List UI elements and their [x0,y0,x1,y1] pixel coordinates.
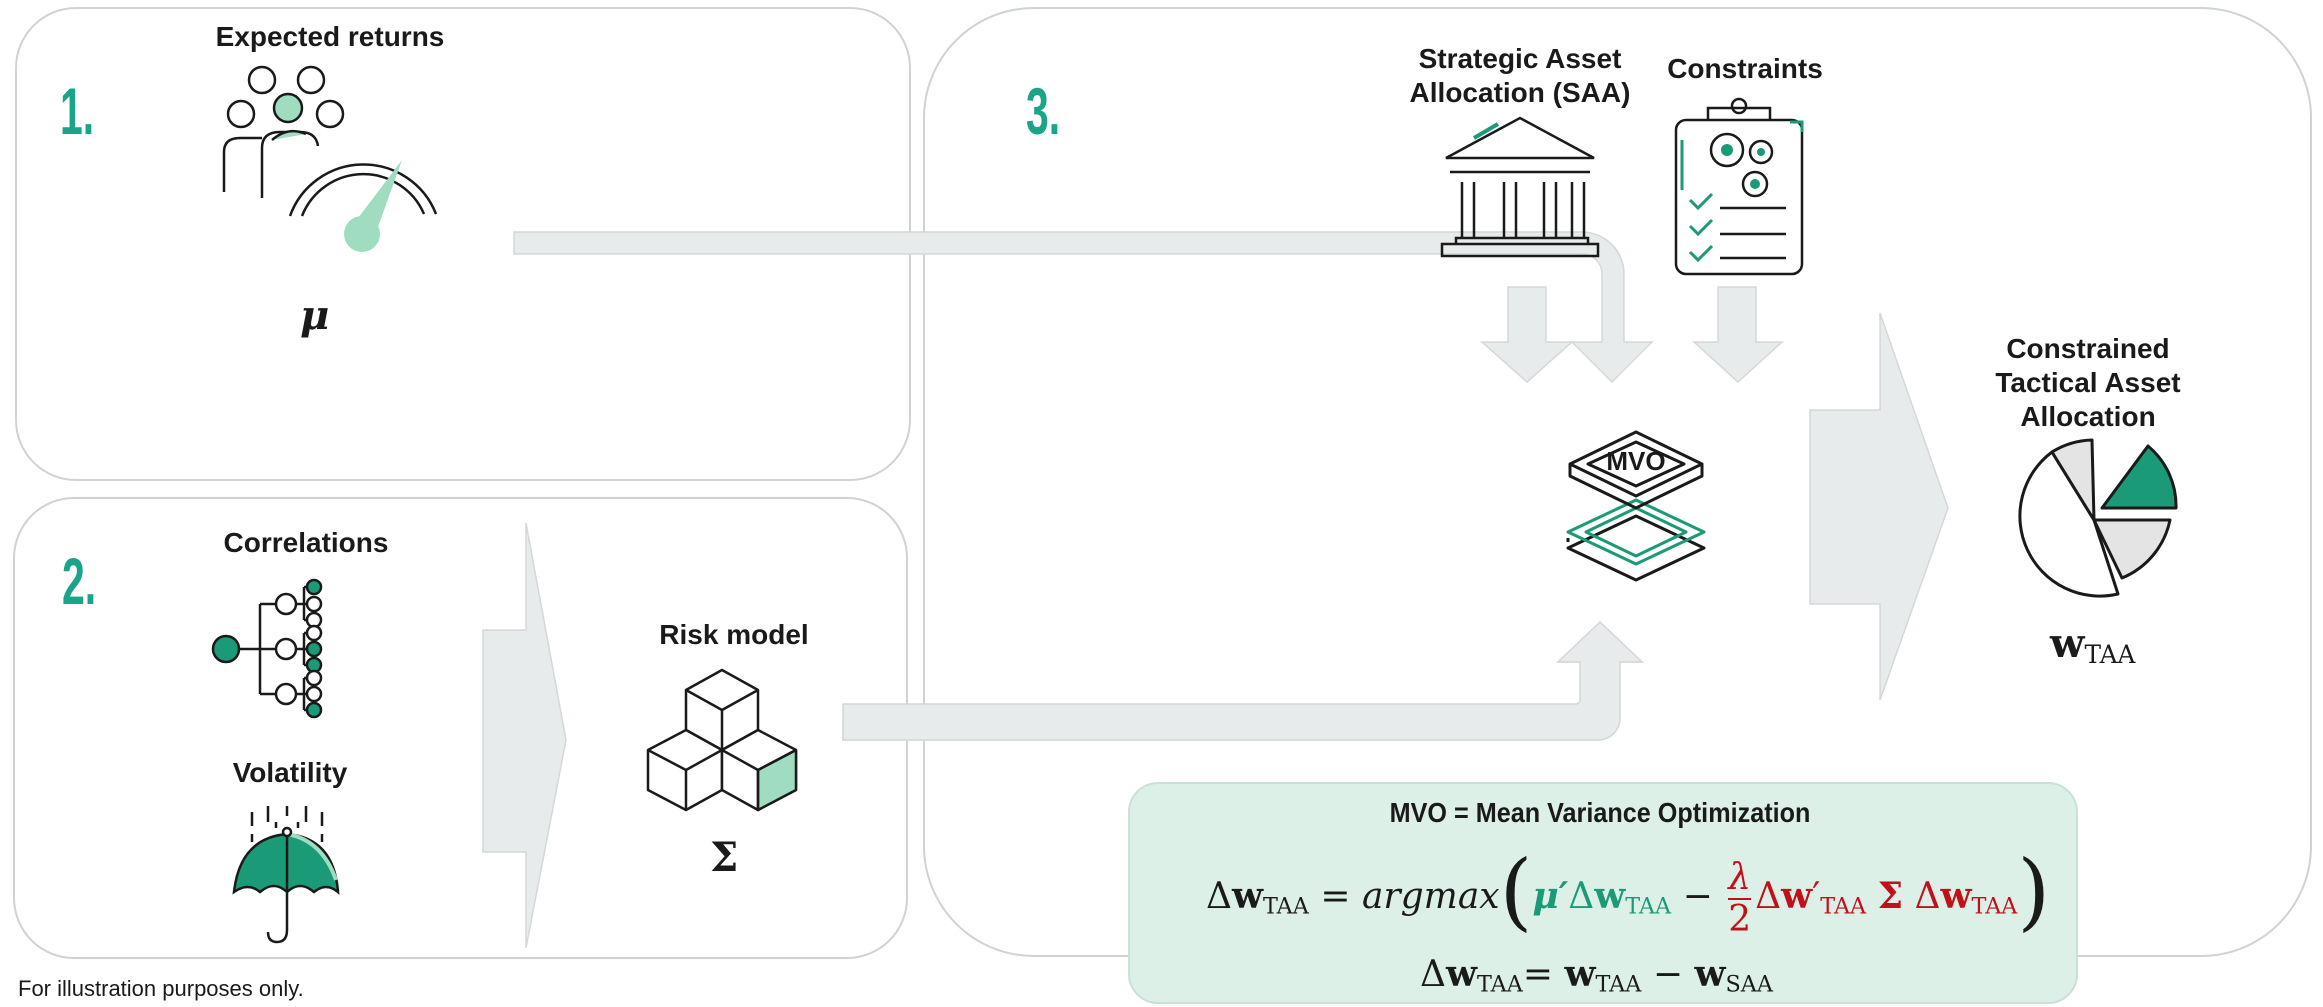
arrow-mu-to-mvo [513,231,1654,384]
saa-label: Strategic Asset Allocation (SAA) [1409,43,1631,108]
pie-chart-icon [2018,438,2178,598]
correlations-tree-icon [211,578,323,719]
step-number-1: 1. [60,74,95,148]
constrained-taa-label: Constrained Tactical Asset Allocation [1995,333,2181,432]
constraints-label: Constraints [1667,53,1823,84]
formula-box [1128,782,2078,1004]
formula-delta-definition: ΔwTAA= wTAA − wSAA [1420,953,1773,998]
formula-title: MVO = Mean Variance Optimization [1389,797,1811,828]
correlations-label: Correlations [223,527,389,558]
step-number-3: 3. [1026,74,1061,148]
umbrella-icon [232,806,340,944]
footnote: For illustration purposes only. [18,976,304,1001]
panel-2-frame [13,497,908,959]
mu-symbol: μ [300,292,330,339]
arrow-risk-upward-body [842,620,1644,741]
expected-returns-label: Expected returns [215,21,445,52]
arrow-big-to-taa [1809,312,1949,701]
flow-arrows [482,231,1949,949]
arrow-big-to-risk [482,522,567,949]
step-number-2: 2. [62,544,97,618]
sigma-symbol: Σ [710,834,739,881]
risk-model-label: Risk model [659,619,809,650]
w-taa-symbol: wTAA [2050,620,2136,670]
arrow-constraints-down [1692,286,1784,384]
mvo-label: MVO [1606,446,1666,476]
clipboard-icon [1674,97,1804,276]
arrow-saa-down [1480,286,1574,384]
mvo-layers-icon [1566,430,1706,582]
building-icon [1440,116,1600,258]
people-gauge-icon [222,65,438,252]
volatility-label: Volatility [232,757,348,788]
risk-model-cubes-icon [646,668,798,812]
